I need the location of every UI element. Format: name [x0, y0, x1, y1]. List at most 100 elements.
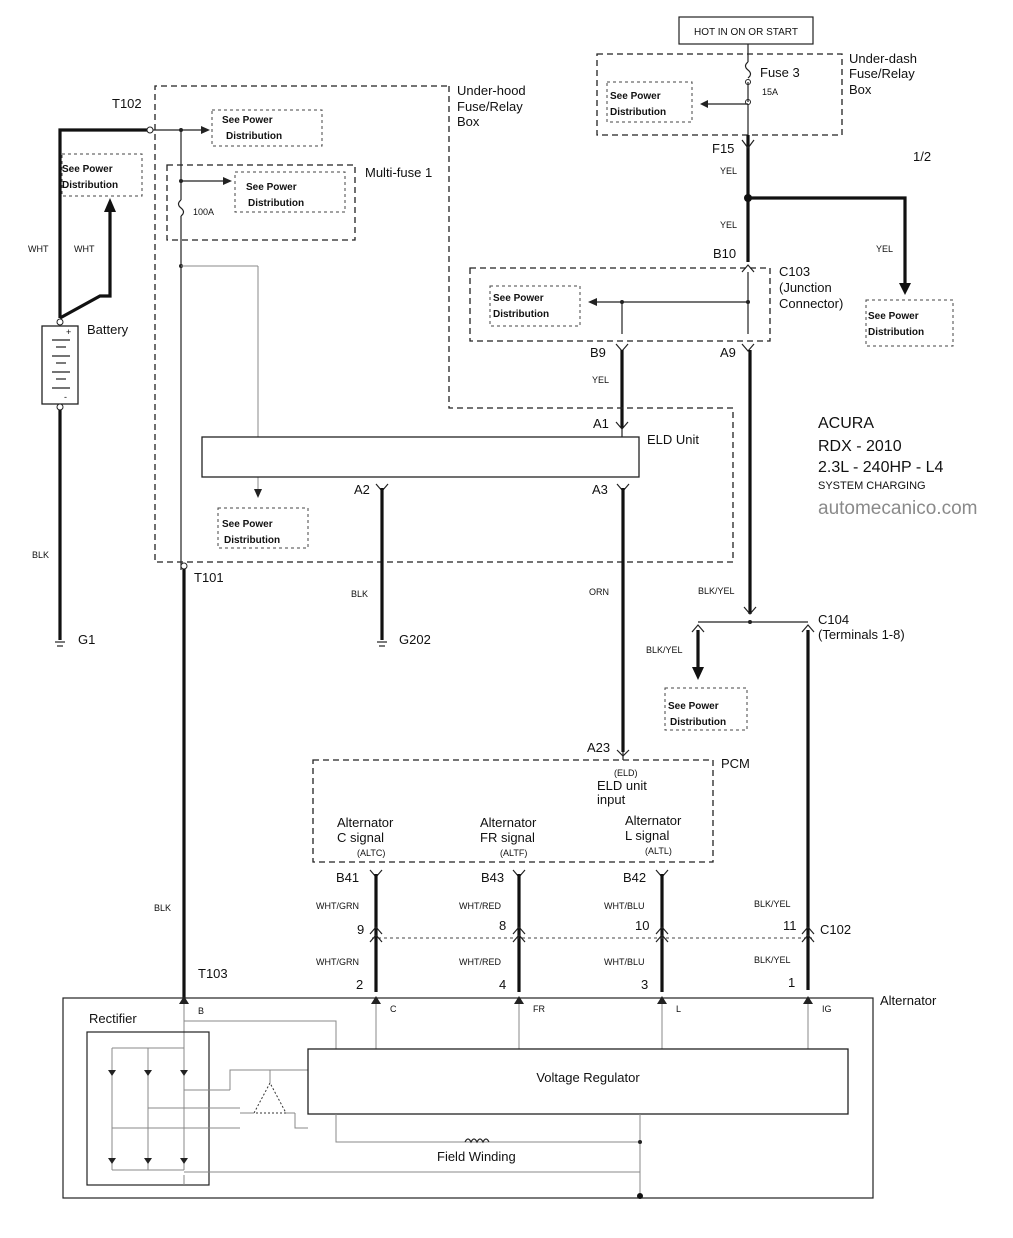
pcm-inputs-altf-0-label: Alternator	[480, 815, 537, 830]
pcm-inputs-altc-2-label: (ALTC)	[357, 848, 385, 858]
wires-blk-label: BLK	[32, 550, 49, 560]
boxes-elds-label: ELD Unit	[647, 432, 699, 447]
c102-connector: 9 8 10 11 C102	[357, 918, 851, 943]
pins-c102-upper-3-label: 11	[783, 918, 797, 933]
vehicle-engine-label: 2.3L - 240HP - L4	[818, 459, 944, 476]
see-power-1-label: Distribution	[248, 198, 304, 209]
see-power-1-label: Distribution	[670, 717, 726, 728]
boxes-alternator-label: Alternator	[880, 993, 937, 1008]
pins-alt-lower-2-label: 3	[641, 977, 648, 992]
wires-wht-red-label: WHT/RED	[459, 957, 501, 967]
wires-yel-label: YEL	[720, 220, 737, 230]
terminals-a9-label: A9	[720, 345, 736, 360]
wires-wht-blu-label: WHT/BLU	[604, 957, 645, 967]
see-power-1-label: Distribution	[226, 131, 282, 142]
see-power-1-label: Distribution	[224, 535, 280, 546]
page-indicator: 1/2	[913, 149, 931, 164]
wires-blk-yel-label: BLK/YEL	[646, 645, 683, 655]
pins-alt-lower-3-label: 1	[788, 975, 795, 990]
pcm-inputs-altl-0-label: Alternator	[625, 813, 682, 828]
underhood-fuse-relay-box: Under-hood Fuse/Relay Box See Power Dist…	[150, 83, 734, 570]
pcm-inputs-altf-2-label: (ALTF)	[500, 848, 527, 858]
pcm: PCM (ELD) ELD unit input Alternator C si…	[312, 756, 750, 863]
pcm-inputs-altc-0-label: Alternator	[337, 815, 394, 830]
pcm-inputs-eld-1-label: input	[597, 792, 626, 807]
terminals-t102-label: T102	[112, 96, 142, 111]
boxes-underhood-1-label: Fuse/Relay	[457, 99, 523, 114]
boxes-field-winding-label: Field Winding	[437, 1149, 516, 1164]
terminals-b42-label: B42	[623, 870, 646, 885]
grounds-g1-label: G1	[78, 632, 95, 647]
c104-connector: C104 (Terminals 1-8)	[691, 612, 905, 642]
vehicle-system-label: SYSTEM CHARGING	[818, 480, 926, 492]
wires-wht-label: WHT	[74, 244, 95, 254]
alternator: Alternator B C FR L IG Rectifier	[62, 993, 937, 1199]
terminals-t101-label: T101	[194, 570, 224, 585]
see-power-1-label: Distribution	[493, 309, 549, 320]
terminals-a23-label: A23	[587, 740, 610, 755]
wires-orn-label: ORN	[589, 587, 609, 597]
boxes-pcm-label: PCM	[721, 756, 750, 771]
see-power-1-label: Distribution	[868, 327, 924, 338]
boxes-c103-1-label: (Junction	[779, 280, 832, 295]
terminals-b43-label: B43	[481, 870, 504, 885]
fuse3-symbol	[744, 61, 752, 79]
see-power-1-label: Distribution	[610, 107, 666, 118]
pins-alt-terms-2-label: FR	[533, 1004, 545, 1014]
c102-label: C102	[820, 922, 851, 937]
pcm-inputs-eld-small-label: (ELD)	[614, 768, 638, 778]
pcm-inputs-altl-2-label: (ALTL)	[645, 846, 672, 856]
underdash-fuse-relay-box: Under-dash Fuse/Relay Box Fuse 3 15A See…	[596, 44, 917, 136]
see-power-0-label: See Power	[62, 164, 113, 175]
wires-yel-label: YEL	[592, 375, 609, 385]
stator-winding	[253, 1081, 287, 1114]
grounds-g202-label: G202	[399, 632, 431, 647]
pcm-inputs-altf-1-label: FR signal	[480, 830, 535, 845]
see-power-0-label: See Power	[222, 519, 273, 530]
boxes-underhood-2-label: Box	[457, 114, 480, 129]
fuse3-label: Fuse 3	[760, 65, 800, 80]
vehicle-make-label: ACURA	[818, 415, 874, 432]
boxes-c103-0-label: C103	[779, 264, 810, 279]
pins-alt-terms-1-label: C	[390, 1004, 397, 1014]
wires-blk-label: BLK	[154, 903, 171, 913]
wires-blk-label: BLK	[351, 589, 368, 599]
vehicle-info: ACURA RDX - 2010 2.3L - 240HP - L4 SYSTE…	[818, 415, 977, 519]
pcm-inputs-eld-0-label: ELD unit	[597, 778, 647, 793]
pins-alt-lower-0-label: 2	[356, 977, 363, 992]
wires-wht-red-label: WHT/RED	[459, 901, 501, 911]
pins-c102-upper-0-label: 9	[357, 922, 364, 937]
c104-1-label: (Terminals 1-8)	[818, 627, 905, 642]
terminals-f15-label: F15	[712, 141, 734, 156]
battery-signs-plus-label: +	[66, 327, 71, 337]
watermark: automecanico.com	[818, 498, 977, 519]
field-winding-coil	[464, 1138, 490, 1144]
terminals-b41-label: B41	[336, 870, 359, 885]
see-power-0-label: See Power	[610, 91, 661, 102]
ground-g202: G202	[377, 632, 431, 647]
wires-wht-blu-label: WHT/BLU	[604, 901, 645, 911]
multifuse-symbol	[177, 199, 185, 217]
c103-junction-connector: B10 C103 (Junction Connector) See Power …	[469, 246, 843, 360]
terminals-b9-label: B9	[590, 345, 606, 360]
pcm-inputs-altl-1-label: L signal	[625, 828, 669, 843]
terminals-b10-label: B10	[713, 246, 736, 261]
terminals-a3-label: A3	[592, 482, 608, 497]
see-power-0-label: See Power	[246, 182, 297, 193]
vehicle-model-year-label: RDX - 2010	[818, 438, 902, 455]
battery: + - Battery	[41, 318, 129, 411]
fuse3-rating: 15A	[762, 87, 778, 97]
wires-blk-yel-label: BLK/YEL	[698, 586, 735, 596]
pins-alt-terms-0-label: B	[198, 1006, 204, 1016]
wires-wht-label: WHT	[28, 244, 49, 254]
wires-wht-grn-label: WHT/GRN	[316, 957, 359, 967]
wires-yel-label: YEL	[720, 166, 737, 176]
wires-wht-grn-label: WHT/GRN	[316, 901, 359, 911]
see-power-0-label: See Power	[868, 311, 919, 322]
hot-in-on-or-start-box: HOT IN ON OR START	[678, 16, 814, 45]
eld-unit: ELD Unit A1 A2 A3	[201, 416, 699, 497]
terminals-t103-label: T103	[198, 966, 228, 981]
rectifier-diodes	[108, 1070, 188, 1164]
boxes-underdash-0-label: Under-dash	[849, 51, 917, 66]
